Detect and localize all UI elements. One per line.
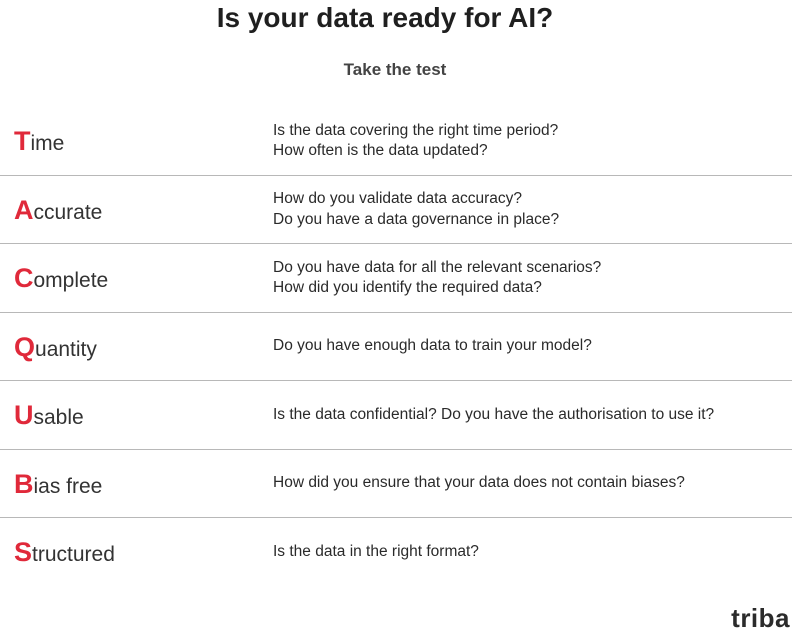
term-rest: sable bbox=[33, 406, 84, 429]
term-rest: tructured bbox=[32, 543, 115, 566]
page-title: Is your data ready for AI? bbox=[216, 2, 554, 33]
term-initial-letter: Q bbox=[14, 331, 36, 362]
term-rest: ias free bbox=[33, 474, 103, 498]
term-initial-letter: B bbox=[14, 468, 34, 499]
question-text: Is the data confidential? Do you have th… bbox=[273, 405, 715, 423]
page-subtitle: Take the test bbox=[343, 60, 447, 79]
brand-logo: triba bbox=[731, 603, 790, 633]
question-list: How do you validate data accuracy? Do yo… bbox=[273, 176, 788, 244]
term-initial-letter: T bbox=[14, 126, 31, 156]
question-text: How do you validate data accuracy? bbox=[273, 190, 523, 207]
question-list: Do you have data for all the relevant sc… bbox=[273, 244, 788, 312]
term-initial-letter: U bbox=[14, 400, 34, 430]
question-text: Is the data in the right format? bbox=[273, 542, 479, 560]
term-initial-letter: S bbox=[14, 537, 33, 567]
term-rest: omplete bbox=[33, 269, 109, 292]
question-text: How did you identify the required data? bbox=[273, 279, 542, 296]
question-list: Is the data in the right format? bbox=[273, 518, 788, 586]
question-text: Is the data covering the right time peri… bbox=[273, 121, 559, 139]
term-initial-letter: A bbox=[14, 194, 34, 225]
term-rest: ime bbox=[30, 132, 65, 155]
question-list: Is the data confidential? Do you have th… bbox=[273, 381, 788, 449]
question-text: How did you ensure that your data does n… bbox=[273, 474, 685, 492]
question-list: How did you ensure that your data does n… bbox=[273, 450, 788, 518]
question-text: How often is the data updated? bbox=[273, 142, 488, 159]
question-list: Do you have enough data to train your mo… bbox=[273, 313, 788, 381]
term-rest: ccurate bbox=[33, 200, 103, 224]
term-rest: uantity bbox=[35, 337, 97, 361]
question-text: Do you have a data governance in place? bbox=[273, 210, 560, 228]
term-initial-letter: C bbox=[14, 263, 34, 293]
question-list: Is the data covering the right time peri… bbox=[273, 107, 788, 175]
question-text: Do you have data for all the relevant sc… bbox=[273, 258, 602, 276]
question-text: Do you have enough data to train your mo… bbox=[273, 337, 592, 355]
